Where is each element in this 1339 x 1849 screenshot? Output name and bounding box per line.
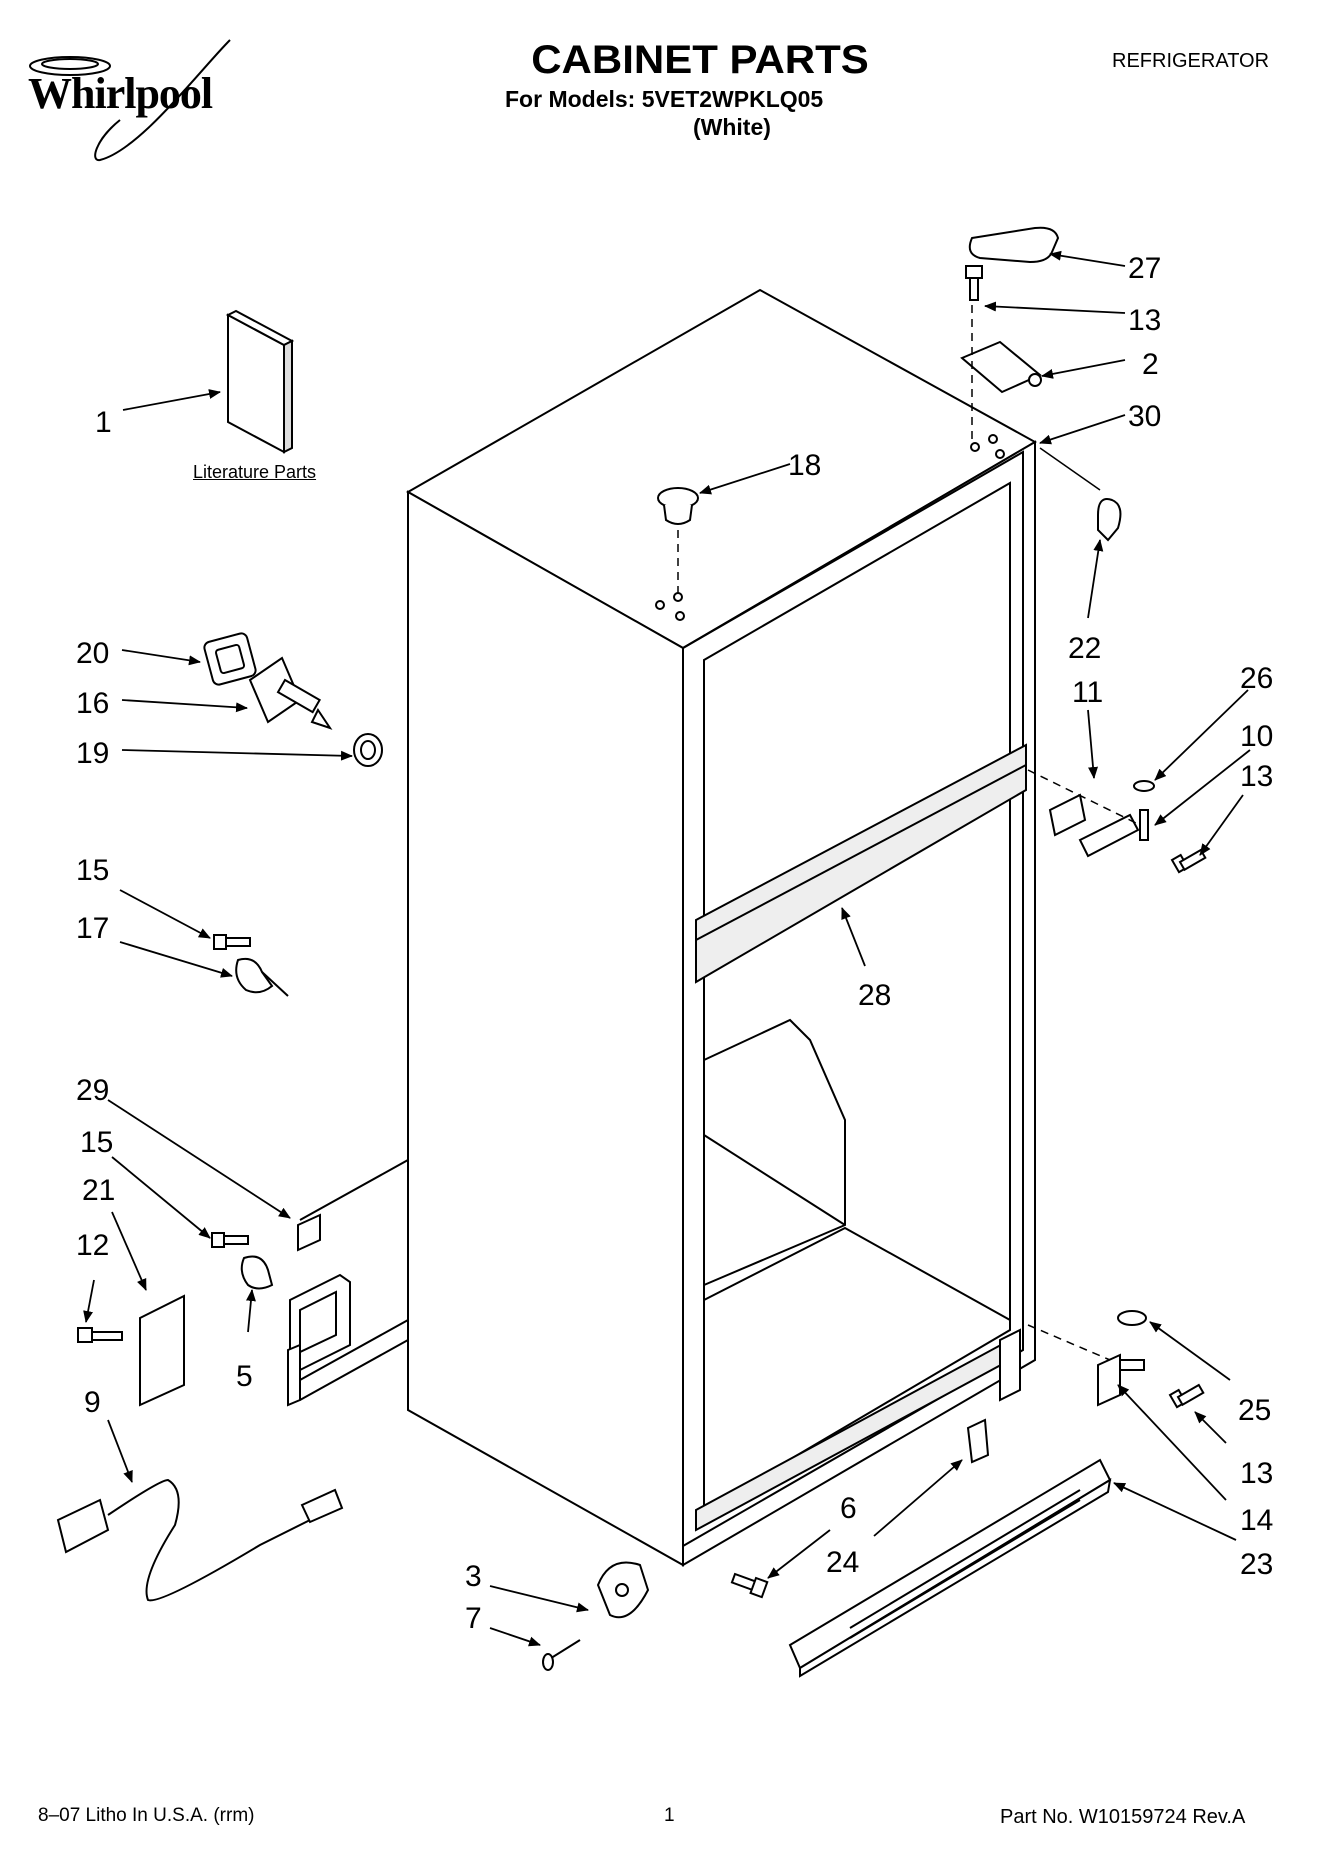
- callout-21: 21: [82, 1174, 115, 1207]
- callout-13: 13: [1128, 304, 1161, 337]
- washer-icon: [353, 733, 383, 767]
- color-line: (White): [693, 114, 771, 140]
- page-title: CABINET PARTS: [531, 38, 869, 82]
- center-hinge-icon: [1048, 780, 1207, 874]
- callout-22: 22: [1068, 632, 1101, 665]
- leveling-screw-icon: [730, 1572, 769, 1599]
- callout-23: 23: [1240, 1548, 1273, 1581]
- callout-11: 11: [1072, 676, 1103, 709]
- bushing-icon: [203, 632, 257, 686]
- clamp-screw-icon: [213, 934, 289, 997]
- callout-16: 16: [76, 687, 109, 720]
- literature-parts-icon: [225, 309, 295, 454]
- callout-24: 24: [826, 1546, 859, 1579]
- callout-20: 20: [76, 637, 109, 670]
- callout-30: 30: [1128, 400, 1161, 433]
- plug-button-icon: [657, 487, 699, 525]
- bottom-hinge-icon: [999, 1310, 1205, 1409]
- cabinet-body: [299, 288, 1038, 1567]
- callout-1: 1: [95, 406, 112, 439]
- callout-26: 26: [1240, 662, 1273, 695]
- lower-hinge-bracket-icon: [77, 1213, 351, 1407]
- top-hinge-icon: [960, 340, 1042, 394]
- callout-17: 17: [76, 912, 109, 945]
- callout-19: 19: [76, 737, 109, 770]
- callout-10: 10: [1240, 720, 1273, 753]
- callout-12: 12: [76, 1229, 109, 1262]
- screw-icon: [965, 265, 983, 301]
- part-number: Part No. W10159724 Rev.A: [1000, 1806, 1246, 1828]
- logo-swirl-icon: [29, 39, 231, 162]
- callout-15: 15: [76, 854, 109, 887]
- base-grille-icon: [788, 1458, 1112, 1678]
- callout-13c: 13: [1240, 1457, 1273, 1490]
- callout-25: 25: [1238, 1394, 1271, 1427]
- callout-14: 14: [1240, 1504, 1273, 1537]
- callout-29: 29: [76, 1074, 109, 1107]
- hinge-cover-icon: [968, 226, 1060, 264]
- callout-28: 28: [858, 979, 891, 1012]
- callout-18: 18: [788, 449, 821, 482]
- callout-5: 5: [236, 1360, 253, 1393]
- power-cord-icon: [56, 1478, 344, 1602]
- hinge-pin-cover-icon: [1097, 498, 1122, 542]
- callout-leaders: [83, 250, 1251, 1647]
- callout-13b: 13: [1240, 760, 1273, 793]
- callout-3: 3: [465, 1560, 482, 1593]
- grille-clip-icon: [966, 1418, 990, 1464]
- callout-27: 27: [1128, 252, 1161, 285]
- callout-15b: 15: [80, 1126, 113, 1159]
- callout-6: 6: [840, 1492, 857, 1525]
- literature-parts-link[interactable]: Literature Parts: [193, 462, 317, 482]
- callout-9: 9: [84, 1386, 101, 1419]
- callout-7: 7: [465, 1602, 482, 1635]
- roller-assembly-icon: [542, 1561, 650, 1671]
- hinge-pin-icon: [248, 656, 333, 730]
- litho-note: 8–07 Litho In U.S.A. (rrm): [38, 1805, 255, 1826]
- callout-2: 2: [1142, 348, 1159, 381]
- category-label: REFRIGERATOR: [1112, 50, 1270, 72]
- page-number: 1: [664, 1805, 675, 1826]
- callout-labels: 1 27 13 2 30 18 22 20 16 19 11 26 10 13 …: [76, 252, 1273, 1635]
- models-line: For Models: 5VET2WPKLQ05: [505, 86, 824, 112]
